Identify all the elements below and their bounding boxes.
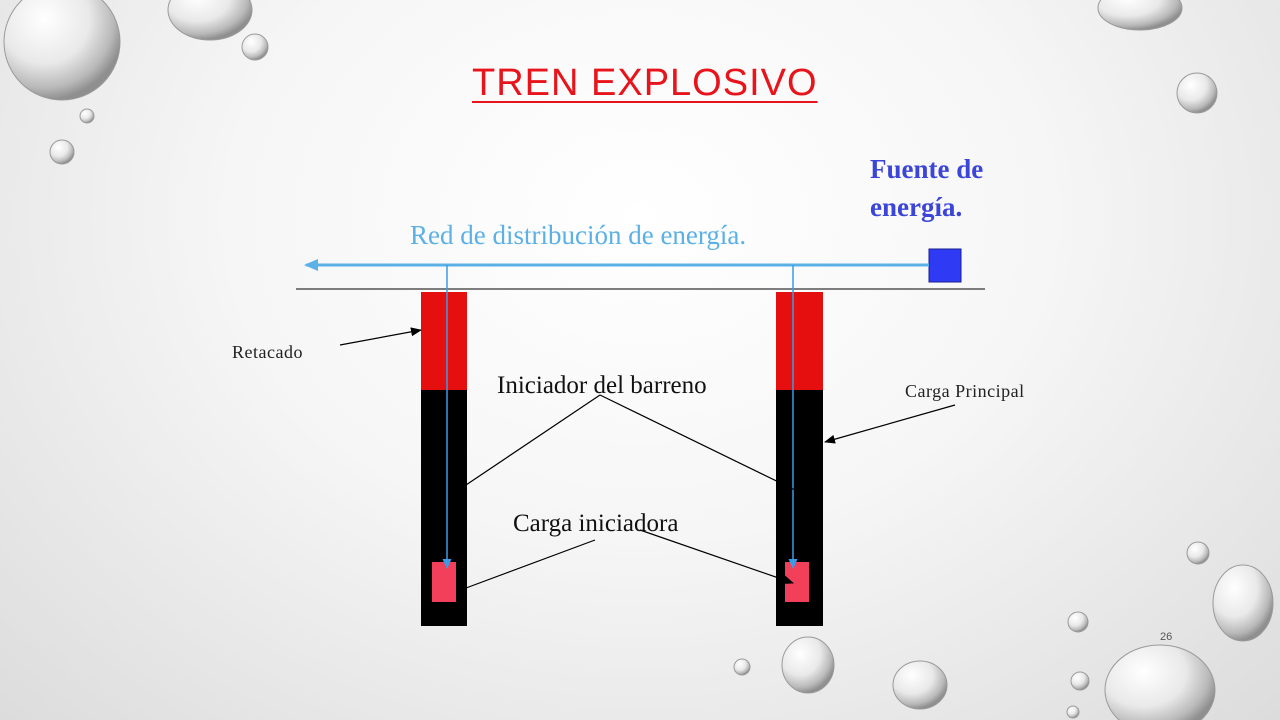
initiating-charge-label: Carga iniciadora: [513, 510, 679, 537]
initiating-charge-pointer-left: [465, 539, 596, 589]
initiating-charge-pointer-right: [639, 529, 794, 584]
stemming-pointer: [339, 327, 422, 346]
borehole-left: [421, 265, 467, 626]
page-number: 26: [1160, 631, 1173, 643]
stemming-right: [776, 292, 823, 390]
initiating-charge-left: [432, 562, 456, 602]
stemming-label: Retacado: [232, 342, 303, 362]
main-charge-label: Carga Principal: [905, 381, 1025, 401]
energy-source-box: [928, 248, 962, 283]
borehole-right: [776, 265, 823, 626]
initiator-pointer-left: [462, 394, 601, 488]
borehole-initiator-label: Iniciador del barreno: [497, 372, 707, 399]
stemming-left: [421, 292, 467, 390]
droplets: [3, 0, 1274, 720]
energy-source-label: Fuente de energía.: [870, 154, 984, 222]
distribution-network-label: Red de distribución de energía.: [410, 220, 747, 250]
slide-title: TREN EXPLOSIVO: [472, 62, 818, 104]
initiator-pointer-right: [599, 394, 796, 491]
main-charge-pointer: [824, 404, 956, 444]
